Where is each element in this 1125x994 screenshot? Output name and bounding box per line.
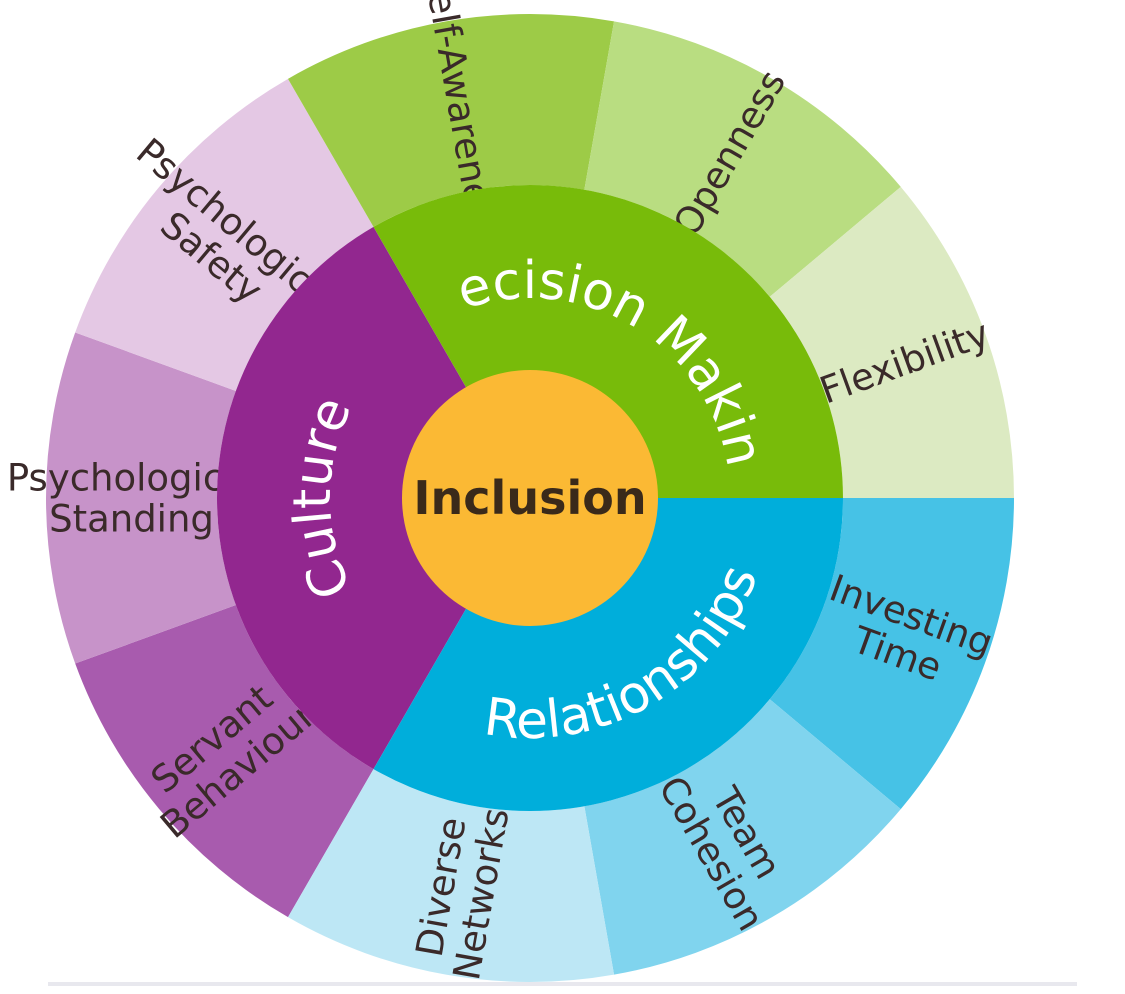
flexibility-segment — [769, 186, 1014, 498]
center-group: Inclusion — [402, 370, 658, 626]
psychological-safety-segment — [75, 78, 374, 391]
openness-segment — [584, 21, 901, 297]
servant-behaviour-segment — [75, 605, 374, 918]
culture-pillar-sector — [216, 226, 467, 770]
inclusion-center-circle — [402, 370, 658, 626]
diverse-networks-segment — [288, 769, 615, 983]
investing-time-segment — [769, 498, 1014, 810]
self-awareness-segment — [288, 13, 615, 227]
team-cohesion-segment — [584, 699, 901, 975]
bottom-divider — [48, 982, 1077, 986]
relationships-pillar-sector — [373, 498, 844, 812]
inclusion-center-label: Inclusion — [413, 471, 646, 525]
psychological-standing-label-line: Standing — [49, 497, 214, 540]
decision-making-pillar-sector — [373, 184, 843, 498]
psychological-standing-segment — [46, 332, 236, 664]
psychological-standing-label-line: Psychological — [7, 457, 256, 500]
